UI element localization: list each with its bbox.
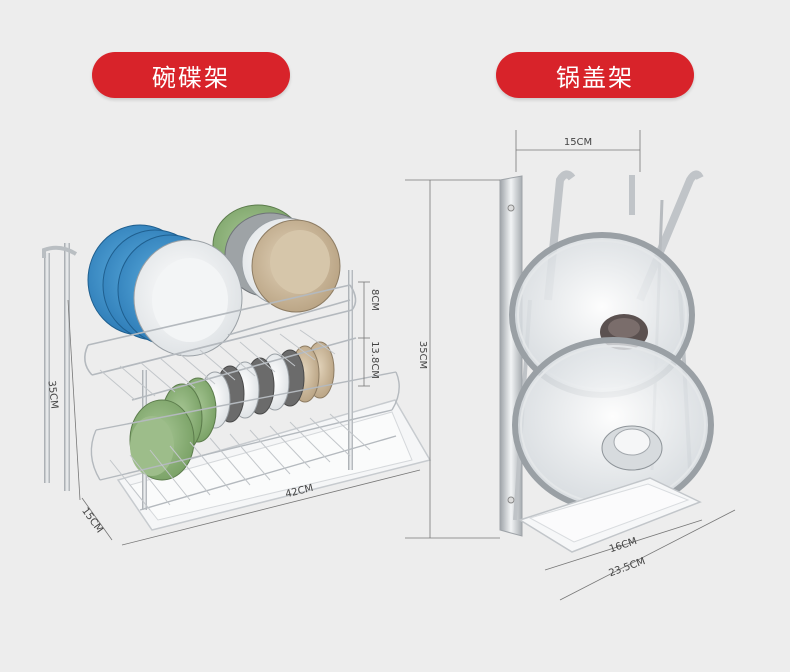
lid-rack-top-width-label: 15CM	[564, 137, 592, 148]
dish-rack: 35CM 15CM 42CM 8CM 13.8CM	[42, 204, 432, 546]
dish-rack-title: 碗碟架	[152, 63, 230, 92]
dish-rack-title-badge: 碗碟架	[92, 52, 290, 98]
pot-lid-lower	[512, 337, 714, 513]
lid-rack: 15CM 35CM 16CM 23.5CM	[405, 130, 736, 601]
lid-rack-height-label: 35CM	[417, 341, 428, 369]
dish-rack-height-label: 35CM	[46, 380, 60, 409]
lid-rack-base-width-label: 23.5CM	[607, 556, 646, 579]
lid-rack-tray-width-label: 16CM	[608, 536, 638, 555]
lid-rack-title: 锅盖架	[556, 63, 634, 92]
plates-upper	[87, 204, 341, 357]
dish-rack-tier-gap-label: 13.8CM	[369, 341, 380, 379]
dish-rack-top-gap-label: 8CM	[369, 289, 380, 311]
lid-rack-title-badge: 锅盖架	[496, 52, 694, 98]
dish-rack-depth-label: 15CM	[79, 506, 105, 535]
